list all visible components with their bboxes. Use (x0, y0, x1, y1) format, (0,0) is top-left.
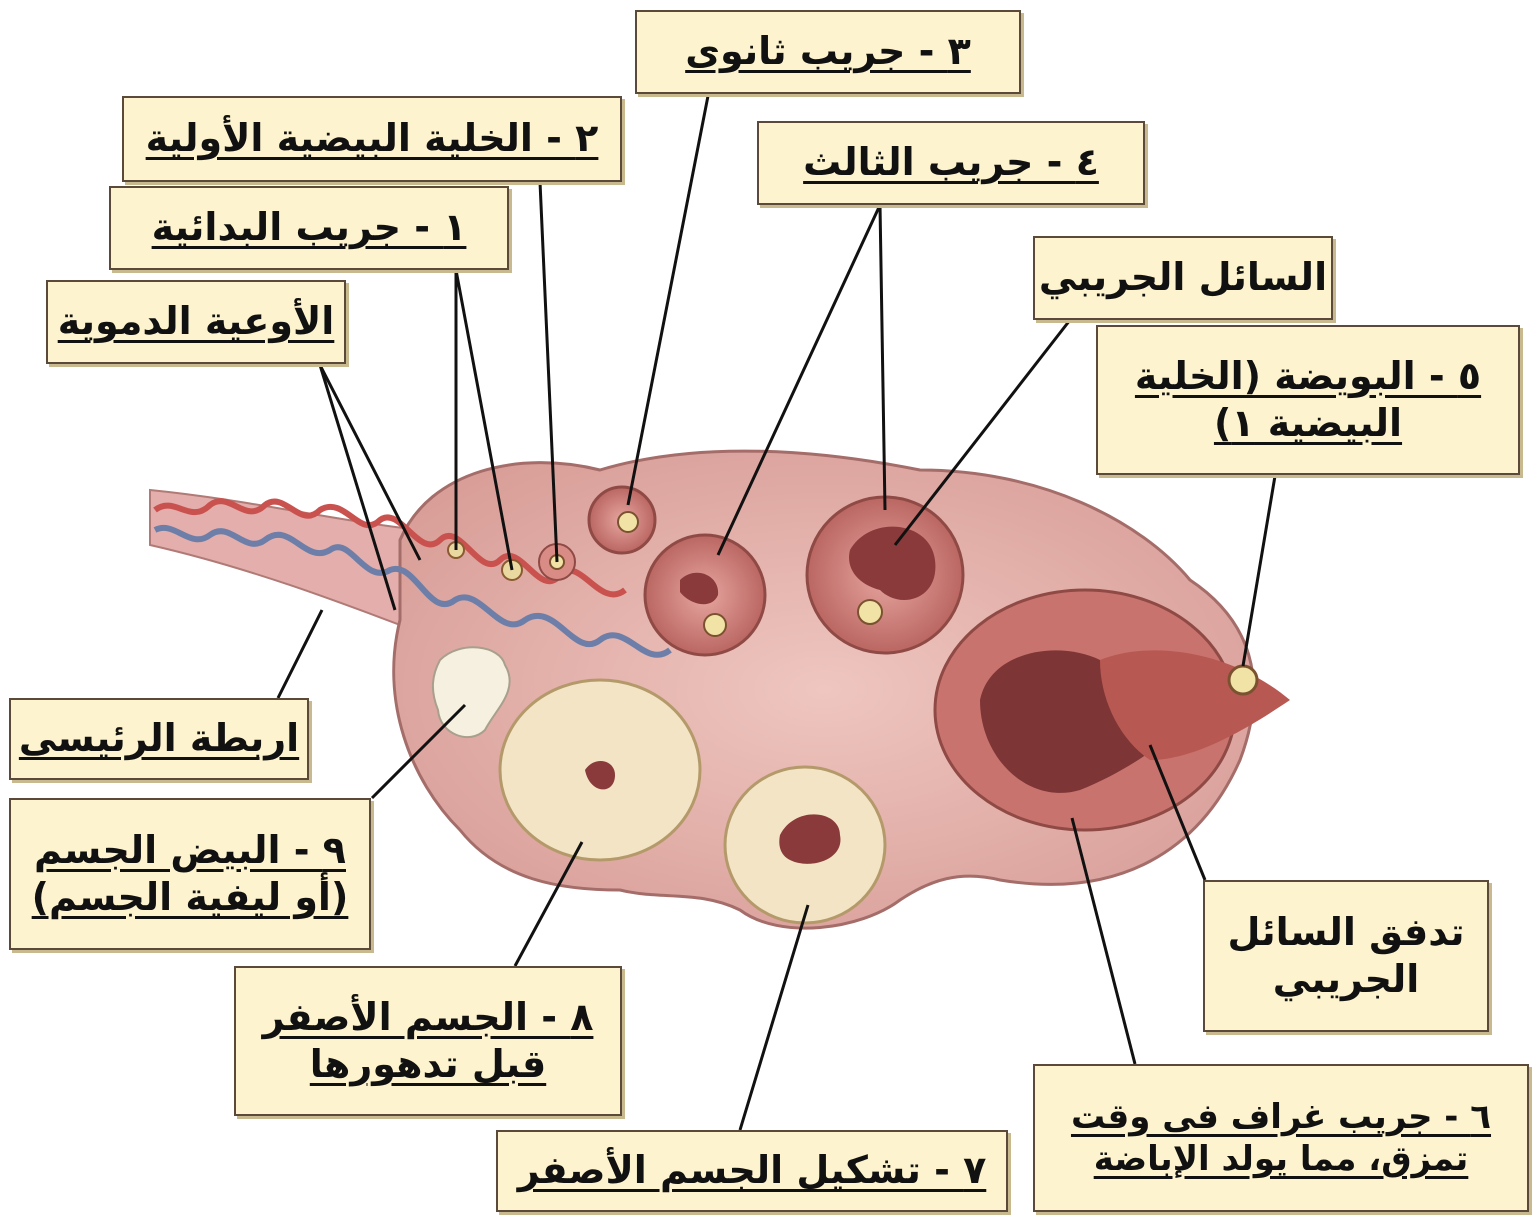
label-graafian-follicle: ٦ - جريب غراف فى وقت تمزق، مما يولد الإب… (1033, 1064, 1529, 1212)
oocyte (704, 614, 726, 636)
label-corpus-albicans-line2: (أو ليفية الجسم) (32, 874, 349, 922)
label-tertiary-follicle-text: ٤ - جريب الثالث (803, 139, 1099, 187)
label-secondary-follicle: ٣ - جريب ثانوى (635, 10, 1021, 94)
label-graafian-follicle-line2: تمزق، مما يولد الإباضة (1094, 1138, 1469, 1181)
label-primary-oocyte: ٢ - الخلية البيضية الأولية (122, 96, 622, 182)
label-ligament: اربطة الرئيسى (9, 698, 309, 780)
label-ovum-line2: البيضية ١) (1214, 400, 1402, 448)
label-blood-vessels: الأوعية الدموية (46, 280, 346, 364)
label-tertiary-follicle: ٤ - جريب الثالث (757, 121, 1145, 205)
label-corpus-luteum-line1: ٨ - الجسم الأصفر (263, 994, 594, 1042)
label-corpus-luteum-line2: قبل تدهورها (310, 1041, 546, 1089)
label-ovum: ٥ - البويضة (الخلية البيضية ١) (1096, 325, 1520, 475)
label-fluid-outflow-line2: الجريبي (1273, 956, 1420, 1004)
label-corpus-albicans-line1: ٩ - البيض الجسم (34, 827, 346, 875)
label-ligament-text: اربطة الرئيسى (19, 715, 299, 763)
label-primordial-follicle-text: ١ - جريب البدائية (152, 204, 467, 252)
label-fluid-outflow: تدفق السائل الجريبي (1203, 880, 1489, 1032)
label-ovum-line1: ٥ - البويضة (الخلية (1135, 353, 1481, 401)
label-blood-vessels-text: الأوعية الدموية (58, 298, 335, 346)
label-primordial-follicle: ١ - جريب البدائية (109, 186, 509, 270)
oocyte (858, 600, 882, 624)
label-follicular-fluid: السائل الجريبي (1033, 236, 1333, 320)
ovum (1229, 666, 1257, 694)
label-corpus-albicans: ٩ - البيض الجسم (أو ليفية الجسم) (9, 798, 371, 950)
label-graafian-follicle-line1: ٦ - جريب غراف فى وقت (1071, 1096, 1491, 1139)
label-follicular-fluid-text: السائل الجريبي (1039, 254, 1327, 302)
label-corpus-luteum: ٨ - الجسم الأصفر قبل تدهورها (234, 966, 622, 1116)
label-forming-corpus-luteum-text: ٧ - تشكيل الجسم الأصفر (518, 1147, 987, 1195)
label-primary-oocyte-text: ٢ - الخلية البيضية الأولية (146, 115, 599, 163)
label-secondary-follicle-text: ٣ - جريب ثانوى (685, 28, 971, 76)
oocyte (618, 512, 638, 532)
label-forming-corpus-luteum: ٧ - تشكيل الجسم الأصفر (496, 1130, 1008, 1212)
label-fluid-outflow-line1: تدفق السائل (1228, 909, 1465, 957)
